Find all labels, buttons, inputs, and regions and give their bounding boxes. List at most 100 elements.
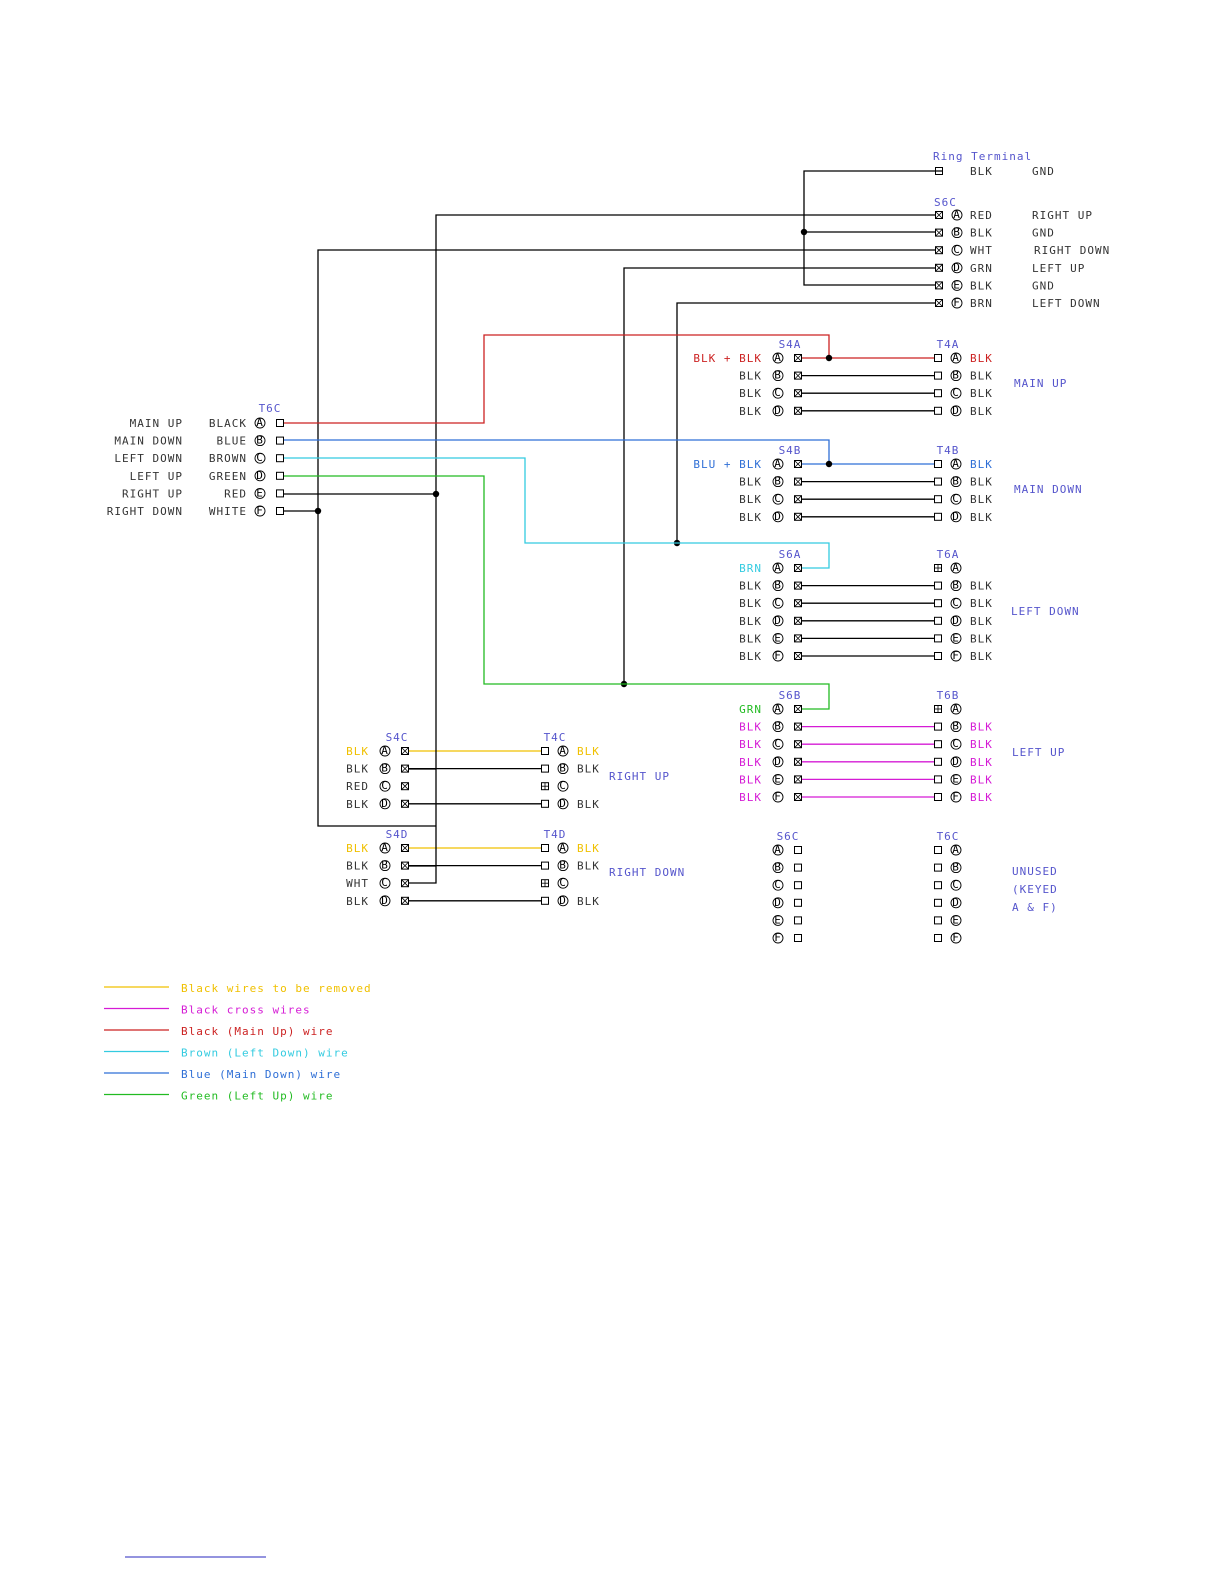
t6c-left-square [276,436,284,445]
s4d-s-square-mark [401,861,409,870]
s6b-t-pin-circle [950,738,962,750]
s6b-s-header: S6B [779,689,802,702]
group-label-unused-keyed: (KEYED [1012,883,1058,896]
s6a-s-header: S6A [779,548,802,561]
s6a-s-pin-circle [772,580,784,592]
s6c-bottom-square [794,881,802,890]
s6a-t-pin-letter: C [952,596,960,609]
s4b-s-pin-letter: A [774,457,782,470]
s6b-s-pin-circle [772,773,784,785]
right-down-trunk-wire [317,249,935,827]
t6c-left-pin-letter: A [256,416,264,429]
s4a-s-square-mark [794,371,802,380]
s4c-left-wire-label: BLK [346,745,369,758]
t6c-left-square [276,419,284,427]
s6c-bottom-square [794,916,802,925]
s4d-t-square [541,844,549,852]
s6a-t-pin-letter: E [952,631,960,644]
s4c-right-wire-label: BLK [577,798,600,811]
s4c-s-pin-letter: C [381,779,389,792]
s6b-t-pin-letter: D [952,755,960,768]
main-up-red-wire [284,334,934,424]
legend-label: Black (Main Up) wire [181,1025,333,1038]
s6c-top-pin-circle [951,262,963,274]
group-label-unused: UNUSED [1012,865,1058,878]
s6c-top-function-label: LEFT UP [1032,262,1085,275]
s4b-t-pin-circle [950,511,962,523]
s6a-s-pin-circle [772,650,784,662]
group-label-left-up: LEFT UP [1012,746,1065,759]
s6a-right-wire-label: BLK [970,632,993,645]
s6b-t-square [934,722,942,731]
s4d-left-wire-label: WHT [346,877,369,890]
s6a-left-wire-label: BLK [739,632,762,645]
s6c-top-pin-circle [951,227,963,239]
t6c-bottom-pin-circle [950,914,962,926]
t6c-left-wire-label: BROWN [209,452,247,465]
t6c-bottom-pin-circle [950,844,962,856]
junction-dot [314,507,322,515]
s4c-t-square [541,764,549,773]
t6c-left-pin-circle [254,505,266,517]
s4a-t-pin-circle [950,352,962,364]
s4a-s-pin-letter: C [774,386,782,399]
s6b-s-pin-letter: E [774,772,782,785]
s6a-t-pin-letter: D [952,614,960,627]
s4c-s-pin-circle [379,745,391,757]
s6a-s-square-mark [794,599,802,607]
s4b-t-square [934,460,942,468]
s6a-t-pin-letter: A [952,561,960,574]
s4d-s-header: S4D [386,828,409,841]
s4d-s-pin-letter: C [381,876,389,889]
s4d-s-pin-circle [379,860,391,872]
s6a-t-header: T6A [937,548,960,561]
s4a-t-square [934,354,942,362]
s6a-s-square-mark [794,652,802,660]
s4b-left-wire-label: BLK [739,476,762,489]
s4b-t-pin-circle [950,493,962,505]
s6c-top-square-mark [935,299,943,307]
s6a-right-wire-label: BLK [970,650,993,663]
s6a-left-wire-label: BRN [739,562,762,575]
t6c-bottom-square [934,881,942,890]
s4b-left-wire-label: BLK [739,511,762,524]
s4a-right-wire-label: BLK [970,370,993,383]
t6c-left-pin-circle [254,487,266,499]
s4d-t-pin-circle [557,877,569,889]
t6c-bottom-square [934,846,942,854]
s6a-right-wire-label: BLK [970,597,993,610]
s6a-t-square [934,634,942,643]
s6a-s-pin-letter: F [774,649,782,662]
ring-terminal-function: GND [1032,165,1055,178]
s6a-t-square [934,652,942,660]
s6a-s-pin-circle [772,597,784,609]
t6c-left-pin-circle [254,435,266,447]
s4a-s-pin-circle [772,370,784,382]
legend-label: Green (Left Up) wire [181,1090,333,1103]
s6c-top-pin-letter: E [953,278,961,291]
s4b-s-header: S4B [779,444,802,457]
s4a-left-wire-label: BLK [739,370,762,383]
t6c-left-pin-letter: F [256,504,264,517]
s4d-t-pin-circle [557,895,569,907]
s4a-s-square-mark [794,407,802,415]
t6c-bottom-pin-letter: E [952,913,960,926]
s6b-left-wire-label: GRN [739,703,762,716]
s4d-left-wire-label: BLK [346,895,369,908]
main-down-blue-wire [284,439,934,465]
s4b-t-pin-letter: A [952,457,960,470]
s4b-right-wire-label: BLK [970,511,993,524]
s4d-t-pin-letter: A [559,841,567,854]
left-up-green-wire [284,475,830,710]
s4c-s-square-mark [401,800,409,808]
t6c-left-wire-label: RED [224,487,247,500]
t6c-left-pin-letter: B [256,434,264,447]
s6c-bottom-pin-letter: C [774,878,782,891]
s4a-t-pin-letter: A [952,351,960,364]
s6b-s-square-mark [794,722,802,731]
s6c-top-pin-letter: F [953,296,961,309]
s4c-t-pin-circle [557,798,569,810]
s6b-right-wire-label: BLK [970,738,993,751]
s4d-s-pin-letter: A [381,841,389,854]
ring-terminal-wire: BLK [970,165,993,178]
